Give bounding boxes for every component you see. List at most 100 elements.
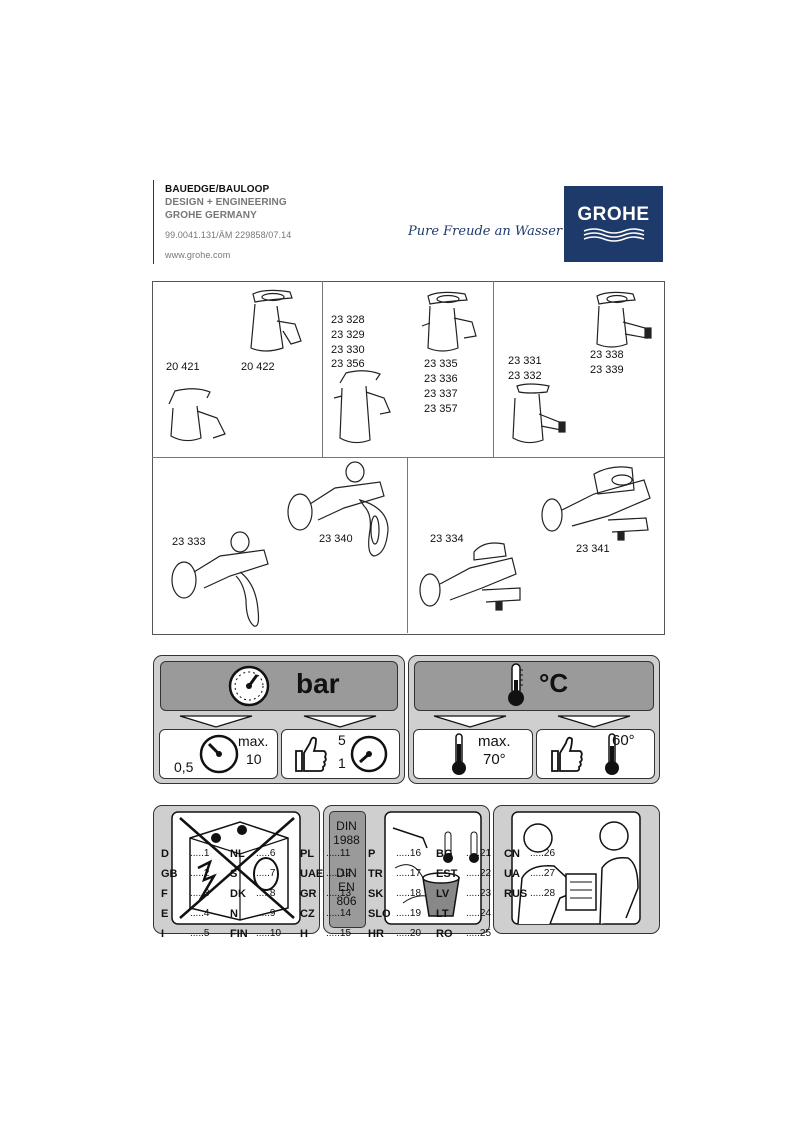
- grohe-logo: GROHE: [564, 186, 663, 262]
- page-number[interactable]: .....18: [396, 888, 422, 899]
- basin-mixer-illustration: [333, 291, 477, 444]
- language-code[interactable]: D: [161, 848, 169, 860]
- product-number: 23 333: [172, 536, 206, 548]
- product-number: 23 329: [331, 329, 365, 341]
- page-number[interactable]: .....15: [326, 928, 352, 939]
- grid-divider: [152, 457, 664, 458]
- page-number[interactable]: .....26: [530, 848, 556, 859]
- thermometer-icon: [605, 733, 619, 775]
- thermometer-icon: [508, 663, 524, 706]
- product-number: 23 331: [508, 355, 542, 367]
- product-number: 23 330: [331, 344, 365, 356]
- temperature-recommended: 60°: [612, 732, 635, 749]
- page-number[interactable]: .....28: [530, 888, 556, 899]
- page-number[interactable]: .....27: [530, 868, 556, 879]
- page-number[interactable]: .....7: [256, 868, 276, 879]
- language-code[interactable]: BG: [436, 848, 453, 860]
- page-number[interactable]: .....21: [466, 848, 492, 859]
- product-overview-grid: [152, 281, 665, 635]
- language-code[interactable]: F: [161, 888, 168, 900]
- thermometer-icon: [452, 733, 466, 775]
- product-number: 23 338: [590, 349, 624, 361]
- page-number[interactable]: .....17: [396, 868, 422, 879]
- page-number[interactable]: .....1: [190, 848, 210, 859]
- wave-icon: [583, 228, 645, 242]
- page-number[interactable]: .....8: [256, 888, 276, 899]
- grid-divider: [493, 281, 494, 457]
- company-country: GROHE GERMANY: [165, 210, 257, 221]
- language-code[interactable]: GR: [300, 888, 317, 900]
- language-code[interactable]: PL: [300, 848, 315, 860]
- thumbs-up-icon: [295, 736, 327, 772]
- language-code[interactable]: GB: [161, 868, 178, 880]
- website-link[interactable]: www.grohe.com: [165, 250, 231, 260]
- language-code[interactable]: RUS: [504, 888, 528, 900]
- page-number[interactable]: .....2: [190, 868, 210, 879]
- flushing-bucket-icon: [384, 811, 482, 925]
- page-number[interactable]: .....19: [396, 908, 422, 919]
- language-code[interactable]: UA: [504, 868, 520, 880]
- page-number[interactable]: .....11: [326, 848, 351, 859]
- pressure-min: 0,5: [174, 759, 194, 775]
- language-code[interactable]: HR: [368, 928, 384, 940]
- page-number[interactable]: .....5: [190, 928, 210, 939]
- page-number[interactable]: .....20: [396, 928, 422, 939]
- page-number[interactable]: .....13: [326, 888, 352, 899]
- language-code[interactable]: NL: [230, 848, 245, 860]
- standard-line: EN: [338, 880, 355, 894]
- language-code[interactable]: RO: [436, 928, 453, 940]
- standard-label: DIN 1988: [331, 819, 362, 847]
- language-code[interactable]: FIN: [230, 928, 248, 940]
- language-code[interactable]: UAE: [300, 868, 324, 880]
- language-code[interactable]: SLO: [368, 908, 391, 920]
- product-number: 23 339: [590, 364, 624, 376]
- language-code[interactable]: CZ: [300, 908, 315, 920]
- language-code[interactable]: P: [368, 848, 376, 860]
- language-code[interactable]: LT: [436, 908, 449, 920]
- pressure-recommended-high: 5: [338, 732, 346, 748]
- product-number: 23 356: [331, 358, 365, 370]
- logo-text: GROHE: [577, 204, 650, 225]
- language-code[interactable]: E: [161, 908, 169, 920]
- bidet-mixer-illustration: [512, 291, 652, 444]
- page-number[interactable]: .....25: [466, 928, 492, 939]
- language-code[interactable]: LV: [436, 888, 450, 900]
- language-code[interactable]: N: [230, 908, 238, 920]
- language-code[interactable]: DK: [230, 888, 246, 900]
- standard-line: 1988: [333, 833, 360, 847]
- language-code[interactable]: TR: [368, 868, 383, 880]
- grid-divider: [322, 281, 323, 457]
- brand-slogan: Pure Freude an Wasser: [408, 224, 563, 239]
- language-code[interactable]: CN: [504, 848, 520, 860]
- language-code[interactable]: H: [300, 928, 308, 940]
- arrow-down-icon: [179, 715, 377, 728]
- language-code[interactable]: SK: [368, 888, 384, 900]
- arrow-down-icon: [433, 715, 631, 728]
- temperature-unit: °C: [539, 668, 569, 698]
- page-number[interactable]: .....3: [190, 888, 210, 899]
- page-number[interactable]: .....4: [190, 908, 210, 919]
- product-number: 23 336: [424, 373, 458, 385]
- page-number[interactable]: .....12: [326, 868, 352, 879]
- page-number[interactable]: .....23: [466, 888, 492, 899]
- page-number[interactable]: .....22: [466, 868, 492, 879]
- product-number: 23 357: [424, 403, 458, 415]
- no-electrical-tools-icon: [171, 811, 301, 925]
- page-number[interactable]: .....10: [256, 928, 282, 939]
- language-code[interactable]: S: [230, 868, 238, 880]
- product-number: 23 328: [331, 314, 365, 326]
- header-rule: [153, 180, 154, 264]
- page-number[interactable]: .....14: [326, 908, 352, 919]
- standard-label: DIN EN 806: [331, 866, 362, 908]
- document-code: 99.0041.131/ÄM 229858/07.14: [165, 230, 292, 240]
- page-number[interactable]: .....6: [256, 848, 276, 859]
- page-number[interactable]: .....9: [256, 908, 276, 919]
- product-number: 23 335: [424, 358, 458, 370]
- language-code[interactable]: I: [161, 928, 165, 940]
- temperature-max-label: max.: [478, 733, 511, 750]
- pressure-header: [160, 661, 398, 711]
- language-code[interactable]: EST: [436, 868, 458, 880]
- temperature-max-value: 70°: [483, 751, 506, 768]
- page-number[interactable]: .....24: [466, 908, 492, 919]
- page-number[interactable]: .....16: [396, 848, 422, 859]
